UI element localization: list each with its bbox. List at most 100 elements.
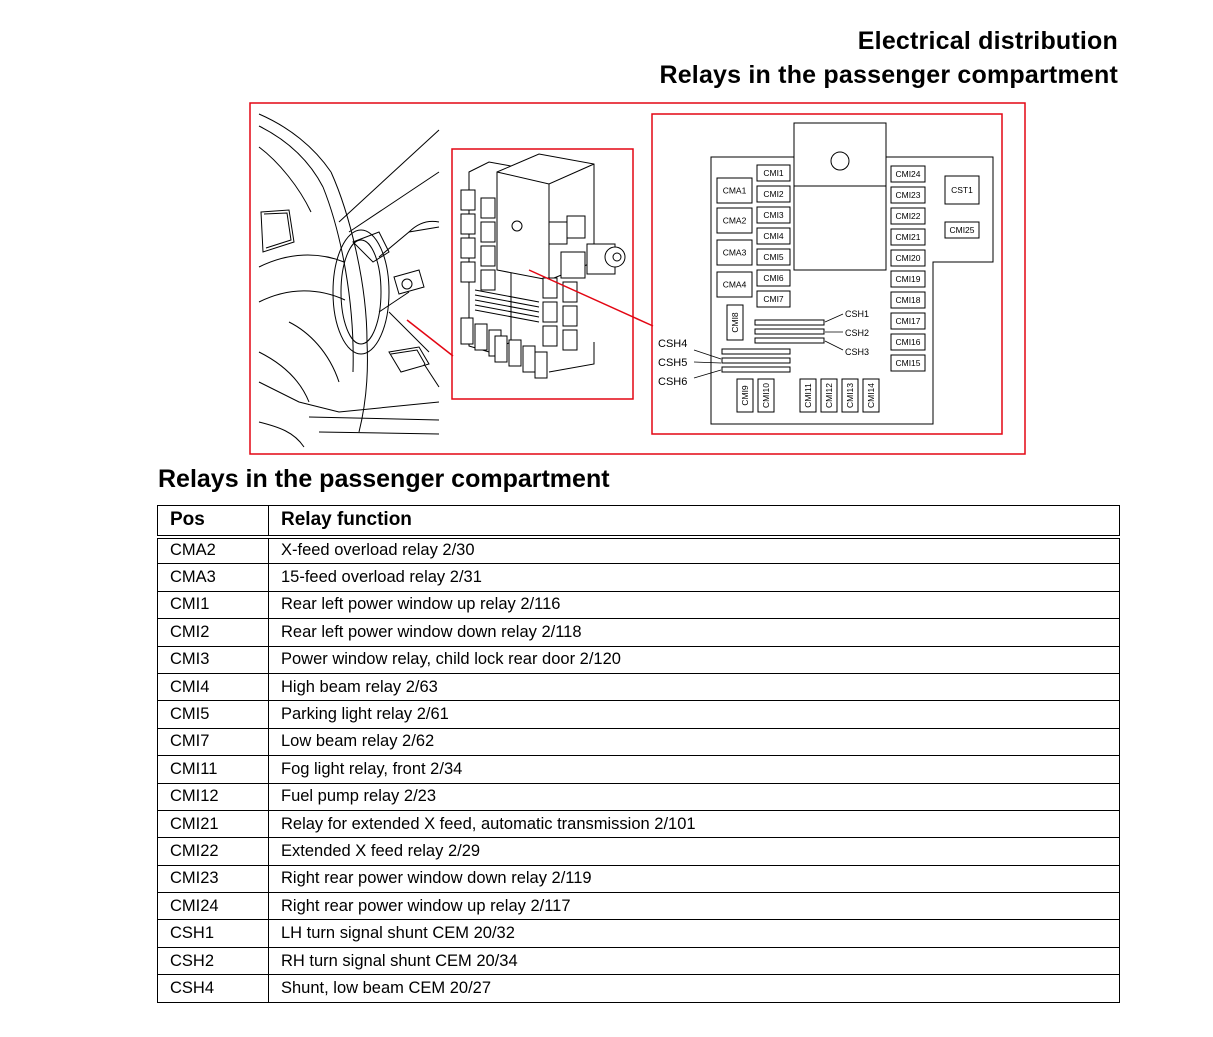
cmi-label: CMI23 bbox=[895, 190, 920, 200]
cell-pos: CMI7 bbox=[157, 727, 269, 757]
cell-relay-function: Fuel pump relay 2/23 bbox=[268, 782, 1120, 811]
cmi-label: CMI8 bbox=[730, 312, 740, 333]
cell-relay-function: Right rear power window down relay 2/119 bbox=[268, 864, 1120, 894]
cell-pos: CMI3 bbox=[157, 645, 269, 674]
cmi-slot bbox=[890, 291, 926, 309]
cmi-label: CMI19 bbox=[895, 274, 920, 284]
cma-label: CMA3 bbox=[723, 248, 747, 258]
cell-relay-function: Fog light relay, front 2/34 bbox=[268, 755, 1120, 784]
cmi-label: CMI10 bbox=[761, 383, 771, 408]
relay-slot-group bbox=[716, 164, 980, 413]
cell-pos: CMI4 bbox=[157, 672, 269, 702]
cmi-slot bbox=[890, 249, 926, 267]
cell-relay-function: Relay for extended X feed, automatic tra… bbox=[268, 809, 1120, 839]
cell-relay-function: Low beam relay 2/62 bbox=[268, 727, 1120, 757]
cell-pos: CSH1 bbox=[157, 919, 269, 948]
shunt-label: CSH4 bbox=[658, 338, 687, 350]
cmi-slot bbox=[736, 378, 754, 413]
cell-pos: CMI5 bbox=[157, 700, 269, 729]
cell-relay-function: 15-feed overload relay 2/31 bbox=[268, 563, 1120, 592]
cmi-slot bbox=[890, 228, 926, 246]
cell-pos: CMI24 bbox=[157, 892, 269, 921]
column-header-pos: Pos bbox=[157, 505, 269, 539]
shunt-label: CSH2 bbox=[845, 328, 869, 338]
mounting-hole bbox=[830, 151, 850, 171]
cell-pos: CMI23 bbox=[157, 864, 269, 894]
cmi-label: CMI22 bbox=[895, 211, 920, 221]
cmi-slot bbox=[756, 290, 791, 308]
cell-pos: CSH4 bbox=[157, 974, 269, 1003]
cmi-slot bbox=[890, 354, 926, 372]
cmi-label: CMI13 bbox=[845, 383, 855, 408]
cmi-slot bbox=[841, 378, 859, 413]
cmi-label: CMI21 bbox=[895, 232, 920, 242]
cell-pos: CMA2 bbox=[157, 535, 269, 565]
cell-pos: CMA3 bbox=[157, 563, 269, 592]
cmi-label: CMI4 bbox=[763, 231, 784, 241]
cell-pos: CMI1 bbox=[157, 590, 269, 620]
cmi-slot bbox=[756, 185, 791, 203]
cmi-slot bbox=[726, 304, 744, 341]
cell-pos: CMI12 bbox=[157, 782, 269, 811]
cell-pos: CMI2 bbox=[157, 618, 269, 647]
cell-relay-function: RH turn signal shunt CEM 20/34 bbox=[268, 946, 1120, 976]
cmi-slot bbox=[890, 333, 926, 351]
shunt-leader-lines bbox=[693, 313, 844, 379]
page-subtitle: Relays in the passenger compartment bbox=[659, 61, 1118, 89]
cmi-label: CMI12 bbox=[824, 383, 834, 408]
cell-pos: CMI22 bbox=[157, 837, 269, 866]
shunt-bars bbox=[721, 319, 825, 373]
cell-pos: CSH2 bbox=[157, 946, 269, 976]
cmi-label: CMI25 bbox=[949, 225, 974, 235]
cmi-label: CMI6 bbox=[763, 273, 784, 283]
cmi-label: CMI9 bbox=[740, 385, 750, 406]
middle-frame bbox=[451, 148, 634, 400]
cmi-slot bbox=[862, 378, 880, 413]
main-relay-housing bbox=[793, 122, 887, 271]
table-header-row: Pos Relay function bbox=[157, 505, 1120, 539]
relay-box-drawing bbox=[460, 153, 626, 379]
shunt-label: CSH5 bbox=[658, 357, 687, 369]
cma-slot bbox=[716, 177, 753, 204]
cma-slot bbox=[716, 271, 753, 298]
cmi-label: CMI14 bbox=[866, 383, 876, 408]
pointer-line-right bbox=[528, 269, 654, 327]
cell-relay-function: Rear left power window down relay 2/118 bbox=[268, 618, 1120, 647]
column-header-relay-function: Relay function bbox=[268, 505, 1120, 539]
cma-label: CMA1 bbox=[723, 186, 747, 196]
cma-slot bbox=[716, 239, 753, 266]
shunt-label: CSH1 bbox=[845, 309, 869, 319]
outer-frame bbox=[249, 102, 1026, 455]
cell-relay-function: Right rear power window up relay 2/117 bbox=[268, 892, 1120, 921]
cmi-slot bbox=[890, 270, 926, 288]
cst-slot bbox=[944, 175, 980, 205]
relay-location-diagram: CMA1CMA2CMA3CMA4CMI1CMI2CMI3CMI4CMI5CMI6… bbox=[249, 102, 1026, 455]
cell-relay-function: LH turn signal shunt CEM 20/32 bbox=[268, 919, 1120, 948]
cmi-label: CMI15 bbox=[895, 358, 920, 368]
cmi-slot bbox=[756, 164, 791, 182]
cmi-label: CMI16 bbox=[895, 337, 920, 347]
cma-label: CMA4 bbox=[723, 280, 747, 290]
cell-pos: CMI21 bbox=[157, 809, 269, 839]
shunt-label: CSH6 bbox=[658, 376, 687, 388]
cell-relay-function: Parking light relay 2/61 bbox=[268, 700, 1120, 729]
cmi-label: CMI18 bbox=[895, 295, 920, 305]
cmi-slot bbox=[890, 165, 926, 183]
cell-relay-function: X-feed overload relay 2/30 bbox=[268, 535, 1120, 565]
cmi-slot bbox=[757, 378, 775, 413]
cmi-slot bbox=[890, 312, 926, 330]
shunt-label: CSH3 bbox=[845, 347, 869, 357]
cell-relay-function: Extended X feed relay 2/29 bbox=[268, 837, 1120, 866]
cmi-slot bbox=[756, 248, 791, 266]
